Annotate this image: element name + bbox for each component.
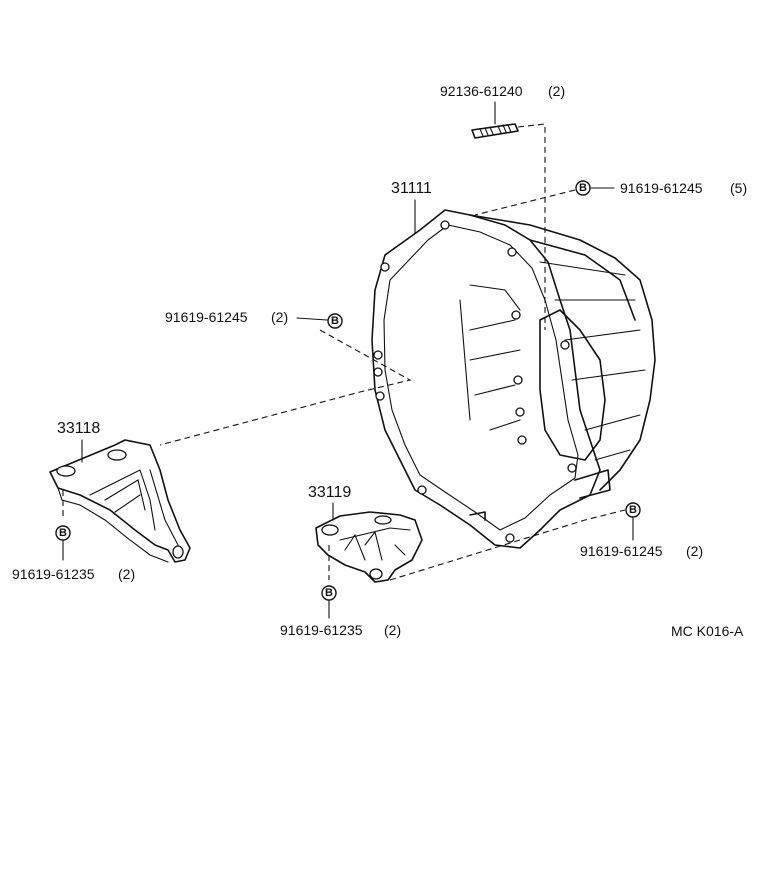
stud-bolt-group: 92136-61240 (2) [440,83,565,330]
bracket-33119-bolt-qty: (2) [384,622,401,638]
bolt-left-group: 91619-61245 (2) B [159,309,412,446]
bracket-33119-number: 33119 [308,484,351,501]
bellhousing-group: 31111 [371,180,656,549]
b-marker-text: B [59,527,67,539]
bolt-top-right-qty: (5) [730,180,747,196]
bracket-33119-drawing [315,511,423,583]
stud-bolt-drawing [471,123,519,139]
bracket-33118-drawing [49,439,191,563]
bolt-left-qty: (2) [271,309,288,325]
b-marker-text: B [629,504,637,516]
bellhousing-drawing [371,209,656,549]
b-marker-icon [55,525,71,541]
stud-bolt-qty: (2) [548,83,565,99]
b-marker-text: B [579,182,587,194]
bolt-left-number: 91619-61245 [165,309,248,325]
bolt-bottom-right-qty: (2) [686,543,703,559]
bolt-top-right-group: B 91619-61245 (5) [474,180,747,216]
bracket-33119-bolt-number: 91619-61235 [280,622,363,638]
b-marker-icon [625,502,641,518]
b-marker-icon [327,313,343,329]
bolt-left-dash-line [159,329,412,446]
b-marker-text: B [331,315,339,327]
bolt-left-leader [296,317,328,321]
diagram-code: MC K016-A [671,623,744,639]
stud-bolt-number: 92136-61240 [440,83,523,99]
stud-bolt-dash-line [517,123,546,330]
bolt-bottom-right-group: B 91619-61245 (2) [389,502,703,581]
bolt-bottom-right-dash-line [389,509,626,581]
bracket-33119-group: 33119 B 91619-61235 (2) [280,484,423,638]
bracket-33118-number: 33118 [57,420,100,437]
bracket-33118-bolt-qty: (2) [118,566,135,582]
b-marker-icon [575,180,591,196]
bolt-top-right-dash-line [474,189,576,216]
b-marker-text: B [325,587,333,599]
bracket-33118-group: 33118 B 91619-61235 (2) [12,420,191,582]
bolt-top-right-number: 91619-61245 [620,180,703,196]
bellhousing-number: 31111 [391,180,432,197]
bolt-bottom-right-number: 91619-61245 [580,543,663,559]
b-marker-icon [321,585,337,601]
bracket-33118-bolt-number: 91619-61235 [12,566,95,582]
